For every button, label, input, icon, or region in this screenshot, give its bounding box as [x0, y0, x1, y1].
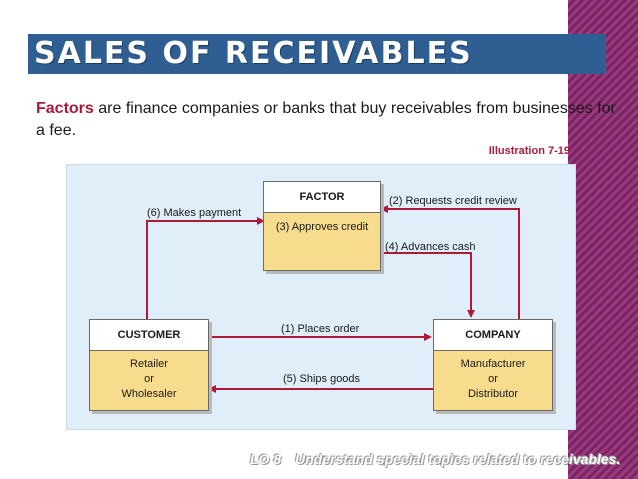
company-line: Distributor: [467, 388, 519, 400]
slide-title: SALES OF RECEIVABLES: [28, 34, 606, 74]
label-advances-cash: (4) Advances cash: [385, 241, 476, 253]
factor-box: FACTOR (3) Approves credit: [263, 181, 381, 271]
learning-objective: LO 8 Understand special topics related to…: [250, 446, 638, 472]
company-box: COMPANY Manufacturer or Distributor: [433, 319, 553, 411]
company-title: COMPANY: [434, 320, 552, 351]
label-ships-goods: (5) Ships goods: [283, 373, 361, 385]
arrow-advances-cash: [382, 252, 475, 318]
company-details: Manufacturer or Distributor: [434, 351, 552, 410]
label-makes-payment: (6) Makes payment: [147, 207, 242, 219]
factor-step: (3) Approves credit: [264, 213, 380, 270]
factoring-diagram: FACTOR (3) Approves credit CUSTOMER Reta…: [66, 164, 576, 430]
company-line: Manufacturer: [460, 358, 526, 370]
customer-title: CUSTOMER: [90, 320, 208, 351]
definition-body: are finance companies or banks that buy …: [36, 100, 616, 139]
factor-title: FACTOR: [264, 182, 380, 213]
lo-text: Understand special topics related to rec…: [295, 451, 621, 467]
customer-line: Wholesaler: [121, 388, 177, 400]
illustration-label: Illustration 7-19: [488, 145, 570, 157]
customer-line: or: [144, 373, 154, 385]
customer-details: Retailer or Wholesaler: [90, 351, 208, 410]
customer-box: CUSTOMER Retailer or Wholesaler: [89, 319, 209, 411]
definition-text: Factors are finance companies or banks t…: [36, 98, 616, 142]
decorative-side-stripe: [568, 0, 638, 479]
company-line: or: [488, 373, 498, 385]
lo-number: LO 8: [250, 451, 282, 467]
label-requests-review: (2) Requests credit review: [389, 195, 517, 207]
arrow-makes-payment: [146, 217, 265, 319]
arrow-requests-review: [380, 205, 520, 319]
customer-line: Retailer: [130, 358, 168, 370]
definition-term: Factors: [36, 100, 94, 117]
label-places-order: (1) Places order: [281, 323, 360, 335]
flow-arrows: [146, 205, 520, 393]
